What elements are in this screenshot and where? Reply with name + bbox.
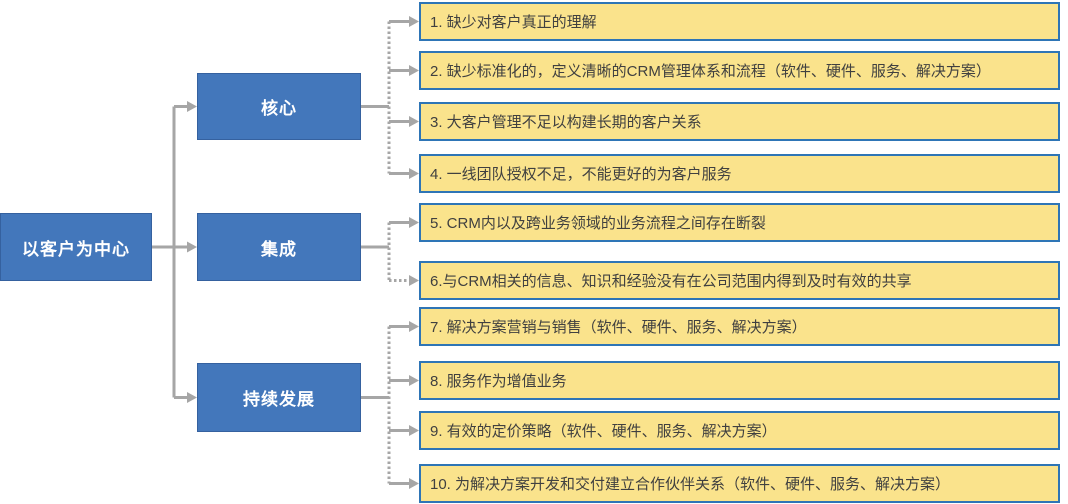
leaf-item-1: 1. 缺少对客户真正的理解 <box>419 2 1060 41</box>
leaf-item-6: 6.与CRM相关的信息、知识和经验没有在公司范围内得到及时有效的共享 <box>419 261 1060 300</box>
branch-node-sustainable-development: 持续发展 <box>197 363 361 432</box>
branch-node-integration-label: 集成 <box>261 239 297 259</box>
leaf-item-7: 7. 解决方案营销与销售（软件、硬件、服务、解决方案） <box>419 307 1060 346</box>
leaf-item-1-text: 1. 缺少对客户真正的理解 <box>430 14 597 31</box>
leaf-item-9: 9. 有效的定价策略（软件、硬件、服务、解决方案） <box>419 411 1060 450</box>
leaf-item-3: 3. 大客户管理不足以构建长期的客户关系 <box>419 102 1060 141</box>
root-node-customer-centric: 以客户为中心 <box>0 213 152 281</box>
branch-node-integration: 集成 <box>197 213 361 281</box>
leaf-item-4-text: 4. 一线团队授权不足，不能更好的为客户服务 <box>430 166 732 183</box>
root-node-label: 以客户为中心 <box>22 239 130 259</box>
leaf-item-5: 5. CRM内以及跨业务领域的业务流程之间存在断裂 <box>419 203 1060 242</box>
leaf-item-10: 10. 为解决方案开发和交付建立合作伙伴关系（软件、硬件、服务、解决方案） <box>419 464 1060 503</box>
leaf-item-6-text: 6.与CRM相关的信息、知识和经验没有在公司范围内得到及时有效的共享 <box>430 273 912 290</box>
leaf-item-8: 8. 服务作为增值业务 <box>419 361 1060 400</box>
leaf-item-3-text: 3. 大客户管理不足以构建长期的客户关系 <box>430 114 702 131</box>
leaf-item-2: 2. 缺少标准化的，定义清晰的CRM管理体系和流程（软件、硬件、服务、解决方案） <box>419 51 1060 90</box>
leaf-item-7-text: 7. 解决方案营销与销售（软件、硬件、服务、解决方案） <box>430 319 807 336</box>
leaf-item-10-text: 10. 为解决方案开发和交付建立合作伙伴关系（软件、硬件、服务、解决方案） <box>430 476 951 493</box>
branch-node-core: 核心 <box>197 73 361 140</box>
branch-node-sustainable-development-label: 持续发展 <box>243 390 315 409</box>
branch-node-core-label: 核心 <box>261 99 297 118</box>
leaf-item-4: 4. 一线团队授权不足，不能更好的为客户服务 <box>419 154 1060 193</box>
leaf-item-2-text: 2. 缺少标准化的，定义清晰的CRM管理体系和流程（软件、硬件、服务、解决方案） <box>430 63 991 80</box>
leaf-item-8-text: 8. 服务作为增值业务 <box>430 373 567 390</box>
leaf-item-9-text: 9. 有效的定价策略（软件、硬件、服务、解决方案） <box>430 423 777 440</box>
leaf-item-5-text: 5. CRM内以及跨业务领域的业务流程之间存在断裂 <box>430 215 766 232</box>
